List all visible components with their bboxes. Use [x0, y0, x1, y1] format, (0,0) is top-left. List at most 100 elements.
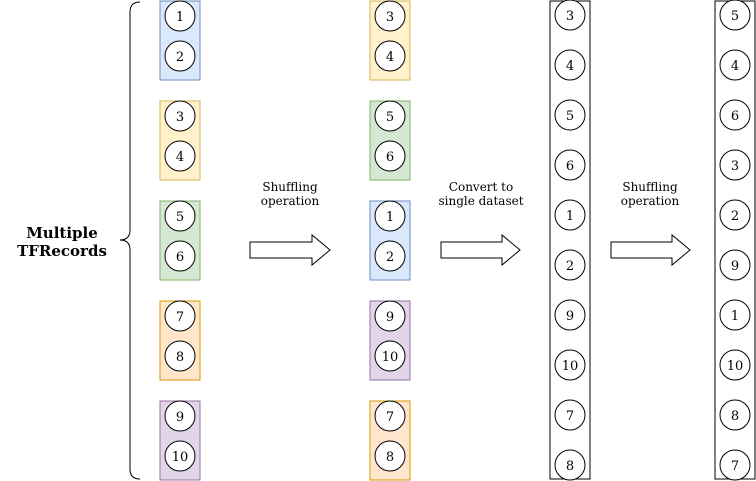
dataset-record: 8	[554, 449, 586, 481]
tfrecord-file-orange: 78	[159, 300, 201, 381]
record-label: 8	[176, 350, 184, 365]
block-arrow-2	[440, 233, 521, 267]
record-label: 9	[176, 410, 184, 425]
record: 10	[164, 440, 196, 472]
record-circle	[719, 149, 751, 181]
record: 8	[374, 440, 406, 472]
record-label: 10	[382, 350, 399, 365]
dataset-record: 6	[719, 99, 751, 131]
record: 7	[164, 300, 196, 332]
record: 2	[164, 40, 196, 72]
record-label: 5	[731, 9, 739, 24]
record-circle	[164, 40, 196, 72]
dataset-record: 6	[554, 149, 586, 181]
dataset-box	[549, 0, 591, 480]
record: 9	[164, 400, 196, 432]
tfrecord-file-purple: 9 10	[369, 300, 411, 381]
tfrecord-file-orange: 78	[369, 400, 411, 481]
record-circle	[719, 199, 751, 231]
record: 7	[374, 400, 406, 432]
record-label: 7	[566, 409, 574, 424]
dataset-record: 4	[554, 49, 586, 81]
record: 3	[374, 0, 406, 32]
record: 4	[164, 140, 196, 172]
dataset-record: 5	[554, 99, 586, 131]
record-label: 8	[386, 450, 394, 465]
record-circle	[164, 300, 196, 332]
multiple-tfrecords-title: Multiple TFRecords	[17, 224, 107, 260]
record-circle	[374, 100, 406, 132]
record-label: 8	[731, 409, 739, 424]
record-circle	[554, 399, 586, 431]
record: 6	[374, 140, 406, 172]
record: 10	[374, 340, 406, 372]
record-label: 6	[566, 159, 574, 174]
tfrecord-file-green: 56	[159, 200, 201, 281]
record-label: 7	[731, 459, 739, 474]
record: 8	[164, 340, 196, 372]
dataset-record: 3	[719, 149, 751, 181]
record-circle	[554, 299, 586, 331]
dataset-record: 1	[554, 199, 586, 231]
record: 5	[164, 200, 196, 232]
record-label: 3	[731, 159, 739, 174]
arrows	[249, 233, 691, 267]
dataset-record: 1	[719, 299, 751, 331]
record-circle	[374, 240, 406, 272]
dataset-record: 10	[719, 349, 751, 381]
record-label: 3	[386, 10, 394, 25]
dataset-record: 10	[554, 349, 586, 381]
arrow-label-shuffle-2: Shuffling operation	[620, 180, 680, 208]
record-circle	[719, 299, 751, 331]
record: 5	[374, 100, 406, 132]
tfrecord-file-green: 56	[369, 100, 411, 181]
tfrecord-file-yellow: 34	[369, 0, 411, 81]
record-circle	[164, 140, 196, 172]
dataset-record: 2	[719, 199, 751, 231]
record-circle	[374, 340, 406, 372]
record-label: 6	[176, 250, 184, 265]
record-label: 1	[566, 209, 574, 224]
record-circle	[554, 99, 586, 131]
arrow-label-shuffle-1: Shuffling operation	[260, 180, 320, 208]
record-circle	[719, 99, 751, 131]
record-label: 4	[176, 150, 184, 165]
record-circle	[554, 49, 586, 81]
record-circle	[374, 300, 406, 332]
record: 6	[164, 240, 196, 272]
record-label: 10	[172, 450, 189, 465]
record-label: 9	[566, 309, 574, 324]
record-label: 4	[386, 50, 394, 65]
record-label: 6	[386, 150, 394, 165]
record-label: 2	[386, 250, 394, 265]
record-circle	[719, 349, 751, 381]
record-label: 1	[176, 10, 184, 25]
dataset-record: 2	[554, 249, 586, 281]
record-label: 4	[731, 59, 739, 74]
record: 1	[374, 200, 406, 232]
record-label: 10	[727, 359, 744, 374]
record: 9	[374, 300, 406, 332]
record-circle	[374, 0, 406, 32]
record-label: 7	[176, 310, 184, 325]
record-circle	[719, 449, 751, 481]
record-circle	[164, 440, 196, 472]
record-label: 7	[386, 410, 394, 425]
record-label: 2	[176, 50, 184, 65]
block-arrow-3	[610, 233, 691, 267]
dataset-record: 7	[554, 399, 586, 431]
record-label: 10	[562, 359, 579, 374]
record-label: 9	[386, 310, 394, 325]
record-label: 4	[566, 59, 574, 74]
record-label: 5	[176, 210, 184, 225]
record-circle	[554, 199, 586, 231]
record-circle	[554, 449, 586, 481]
dataset-record: 7	[719, 449, 751, 481]
record-circle	[719, 399, 751, 431]
record-label: 1	[386, 210, 394, 225]
record-circle	[554, 249, 586, 281]
